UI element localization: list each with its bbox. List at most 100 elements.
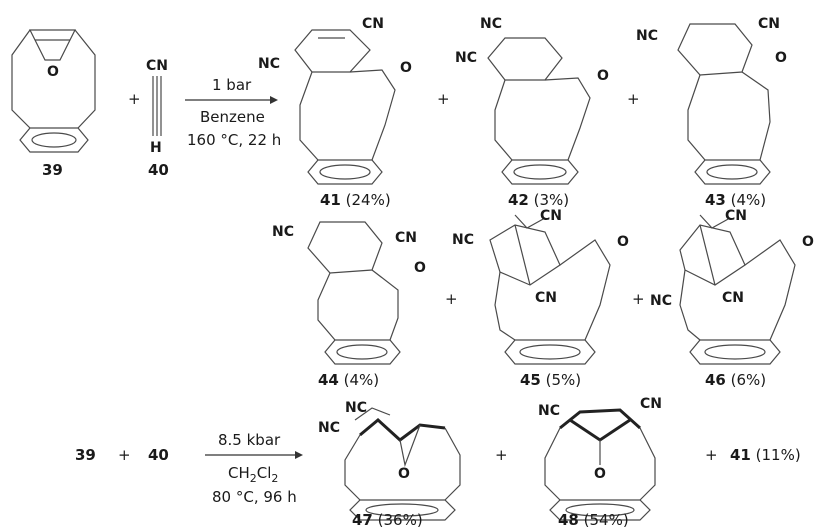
plus-sign: + <box>705 446 718 464</box>
structure-39: O <box>11 29 96 153</box>
aromatic-circle <box>336 344 388 360</box>
compound-46-caption: 46 (6%) <box>705 371 766 389</box>
structure-40: CN H <box>146 58 168 156</box>
compound-43-caption: 43 (4%) <box>705 191 766 209</box>
nc-label-2: NC <box>318 420 340 436</box>
bridge-left <box>687 74 706 161</box>
plus-sign: + <box>632 290 645 308</box>
cn-label: CN <box>640 396 662 412</box>
compound-42-caption: 42 (3%) <box>508 191 569 209</box>
aromatic-circle <box>565 503 635 517</box>
structure-45: NC CN CN O <box>452 208 629 365</box>
aromatic-circle <box>513 164 567 180</box>
oxygen-label: O <box>802 234 814 250</box>
arrow-head-1 <box>270 96 278 104</box>
structure-46: CN NC CN O <box>650 208 814 365</box>
benzene-bottom <box>501 159 579 185</box>
compound-48-caption: 48 (54%) <box>558 511 629 528</box>
cn-label-1: CN <box>725 208 747 224</box>
cn-label: CN <box>758 16 780 32</box>
compound-45-caption: 45 (5%) <box>520 371 581 389</box>
bicyclic-cage <box>489 224 561 286</box>
bridge-right <box>559 239 611 341</box>
aromatic-circle <box>704 344 766 360</box>
condition-temp-time-1: 160 °C, 22 h <box>187 131 281 149</box>
nc-label: NC <box>650 293 672 309</box>
cage-inner <box>569 418 631 442</box>
aromatic-circle <box>706 164 758 180</box>
cn-label-2: CN <box>535 290 557 306</box>
structure-43: NC CN O <box>636 16 787 185</box>
cn-label: CN <box>395 230 417 246</box>
nc-label: NC <box>538 403 560 419</box>
oxygen-label: O <box>775 50 787 66</box>
nc-label: NC <box>258 56 280 72</box>
bridge-right <box>741 71 771 161</box>
bridge-right <box>639 427 656 501</box>
benzene-bottom <box>689 339 781 365</box>
nc-label: NC <box>636 28 658 44</box>
structure-42: NC NC O <box>455 16 609 185</box>
aromatic-circle <box>31 132 77 148</box>
compound-40-label: 40 <box>148 161 169 179</box>
cage-bond <box>699 224 716 286</box>
bridge-right <box>744 239 796 341</box>
oxygen-label: O <box>400 60 412 76</box>
plus-sign: + <box>445 290 458 308</box>
bridge-left <box>344 434 361 501</box>
plus-sign: + <box>128 90 141 108</box>
h-label: H <box>150 140 162 156</box>
structure-44: NC CN O <box>272 221 426 365</box>
benzene-bottom <box>324 339 401 365</box>
condition-solvent-2: CH2Cl2 <box>228 464 278 485</box>
benzene-top <box>294 29 371 73</box>
oxygen-bridge <box>399 424 421 468</box>
cage-bond <box>514 224 531 286</box>
compound-39-label-2: 39 <box>75 446 96 464</box>
structure-47: NC NC O <box>318 400 461 521</box>
oxygen-label: O <box>398 466 410 482</box>
aromatic-circle <box>519 344 581 360</box>
benzene-bottom <box>349 499 456 521</box>
dicyano-alkene <box>354 407 391 421</box>
cycloheptatriene-ring <box>307 221 383 274</box>
aromatic-circle <box>319 164 371 180</box>
oxygen-label: O <box>414 260 426 276</box>
bridge-right <box>74 29 96 129</box>
plus-sign: + <box>627 90 640 108</box>
benzene-bottom <box>307 159 383 185</box>
furan-ring <box>29 29 76 61</box>
aromatic-circle <box>365 503 439 517</box>
bridge-right <box>349 69 396 161</box>
nc-label-1: NC <box>345 400 367 416</box>
oxygen-label: O <box>594 466 606 482</box>
cn-label-1: CN <box>540 208 562 224</box>
bridge-left <box>11 29 31 129</box>
cn-label: CN <box>146 58 168 74</box>
cycloheptatriene-ring <box>677 23 753 76</box>
oxygen-label: O <box>617 234 629 250</box>
bridge-left <box>317 272 336 341</box>
plus-sign: + <box>118 446 131 464</box>
bridge-right <box>444 427 461 501</box>
plus-sign: + <box>437 90 450 108</box>
compound-41-caption: 41 (24%) <box>320 191 391 209</box>
cn-label-2: CN <box>722 290 744 306</box>
benzene-bottom <box>504 339 596 365</box>
bridge-left <box>679 269 701 341</box>
benzene-top <box>487 37 563 81</box>
structure-41: NC CN O <box>258 16 412 185</box>
structure-48: NC CN O <box>538 396 662 521</box>
bridge-left <box>299 71 319 161</box>
benzene-bottom <box>549 499 651 521</box>
nc-label-2: NC <box>455 50 477 66</box>
bridge-left <box>494 271 516 341</box>
bridge-left <box>544 427 561 501</box>
cage-front <box>559 408 642 430</box>
condition-pressure-1: 1 bar <box>212 76 252 94</box>
oxygen-label: O <box>597 68 609 84</box>
nc-label: NC <box>272 224 294 240</box>
condition-temp-time-2: 80 °C, 96 h <box>212 488 297 506</box>
